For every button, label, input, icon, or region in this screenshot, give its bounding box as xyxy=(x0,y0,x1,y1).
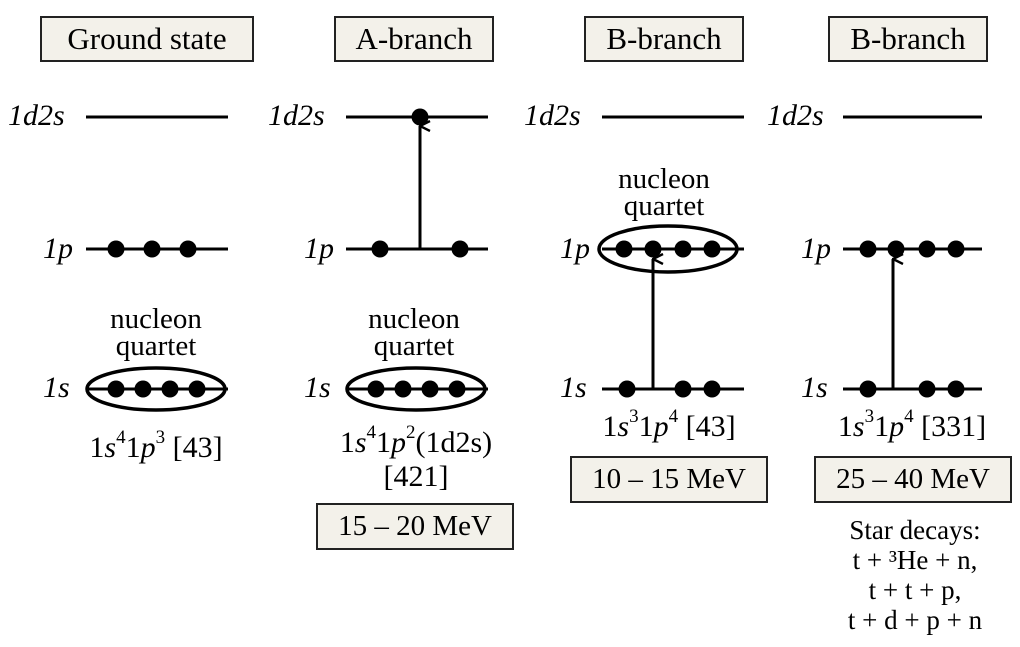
decay-channel: t + d + p + n xyxy=(847,605,983,635)
level-label-1s: 1s xyxy=(560,371,587,404)
nucleon-dot xyxy=(448,380,466,398)
title-b-branch-1: B-branch xyxy=(584,16,744,62)
nucleon-dot xyxy=(451,240,469,258)
nucleon-dot xyxy=(134,380,152,398)
nucleon-dot xyxy=(674,240,692,258)
nucleon-dot xyxy=(394,380,412,398)
nucleon-dot xyxy=(615,240,633,258)
nucleon-dot xyxy=(143,240,161,258)
nucleon-dot xyxy=(703,380,721,398)
nucleon-dot xyxy=(179,240,197,258)
level-label-1s: 1s xyxy=(43,371,70,404)
level-label-1p: 1p xyxy=(801,232,831,265)
configuration-label: 1s41p2(1d2s) xyxy=(339,422,493,459)
level-label-1s: 1s xyxy=(801,371,828,404)
star-decays-title: Star decays: xyxy=(849,515,981,545)
nucleon-dot xyxy=(644,240,662,258)
nucleon-dot xyxy=(859,240,877,258)
level-label-1d2s: 1d2s xyxy=(767,99,824,132)
decay-channel: t + ³He + n, xyxy=(852,545,978,575)
level-label-1d2s: 1d2s xyxy=(524,99,581,132)
nucleon-dot xyxy=(188,380,206,398)
nucleon-dot xyxy=(371,240,389,258)
title-ground-state: Ground state xyxy=(40,16,254,62)
level-label-1p: 1p xyxy=(560,232,590,265)
decay-channel: t + t + p, xyxy=(868,575,962,605)
nucleon-dot xyxy=(161,380,179,398)
energy-range-a-branch: 15 – 20 MeV xyxy=(316,503,514,550)
title-a-branch: A-branch xyxy=(334,16,494,62)
nucleon-dot xyxy=(411,108,429,126)
nucleon-dot xyxy=(859,380,877,398)
star-decays: Star decays: t + ³He + n, t + t + p, t +… xyxy=(820,515,1010,635)
level-label-1p: 1p xyxy=(43,232,73,265)
energy-range-b-branch-2: 25 – 40 MeV xyxy=(814,456,1012,503)
quartet-ellipse xyxy=(345,366,487,412)
nucleon-dot xyxy=(947,240,965,258)
nucleon-dot xyxy=(887,240,905,258)
nucleon-dot xyxy=(674,380,692,398)
nucleon-dot xyxy=(618,380,636,398)
nucleon-dot xyxy=(421,380,439,398)
level-label-1d2s: 1d2s xyxy=(8,99,65,132)
nucleon-dot xyxy=(918,240,936,258)
quartet-ellipse xyxy=(597,224,739,274)
configuration-young-label: [421] xyxy=(383,460,449,493)
nucleon-dot xyxy=(367,380,385,398)
nucleon-dot xyxy=(947,380,965,398)
quartet-ellipse xyxy=(85,366,227,412)
title-b-branch-2: B-branch xyxy=(828,16,988,62)
configuration-label: 1s31p4 [331] xyxy=(837,406,987,443)
nucleon-dot xyxy=(703,240,721,258)
energy-range-b-branch-1: 10 – 15 MeV xyxy=(570,456,768,503)
level-label-1s: 1s xyxy=(304,371,331,404)
nucleon-dot xyxy=(107,380,125,398)
configuration-label: 1s41p3 [43] xyxy=(89,427,223,464)
level-label-1d2s: 1d2s xyxy=(268,99,325,132)
level-label-1p: 1p xyxy=(304,232,334,265)
nucleon-dot xyxy=(918,380,936,398)
configuration-label: 1s31p4 [43] xyxy=(602,406,736,443)
nucleon-dot xyxy=(107,240,125,258)
